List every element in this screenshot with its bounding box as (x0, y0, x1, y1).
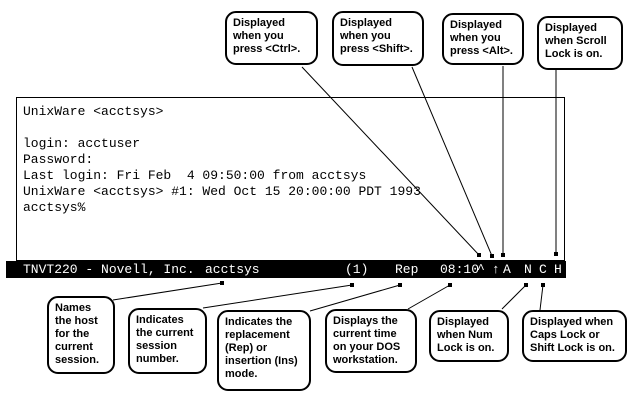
status-host-name: acctsys (205, 262, 260, 277)
connector-caps-lock-line (539, 284, 544, 311)
connector-mode-dot (398, 283, 402, 287)
connector-session-dot (350, 283, 354, 287)
connector-host-dot (220, 281, 224, 285)
connector-time-line (407, 284, 451, 310)
status-mode-indicator: Rep (395, 262, 419, 277)
connector-caps-lock-dot (541, 283, 545, 287)
status-ctrl-indicator: ^ (477, 262, 485, 277)
status-num-lock-indicator: N (524, 262, 532, 277)
callout-num-lock: Displayed when Num Lock is on. (429, 310, 509, 362)
callout-shift: Displayed when you press <Shift>. (332, 11, 424, 66)
callout-host: Names the host for the current session. (47, 296, 115, 374)
connector-session-line (202, 284, 353, 309)
status-caps-lock-indicator: C (539, 262, 547, 277)
connector-num-lock-dot (524, 283, 528, 287)
callout-session-number: Indicates the current session number. (128, 308, 207, 374)
callout-alt: Displayed when you press <Alt>. (442, 13, 524, 65)
callout-scroll-lock: Displayed when Scroll Lock is on. (537, 16, 623, 70)
connector-time-dot (448, 283, 452, 287)
status-session-number: (1) (345, 262, 369, 277)
connector-host-line (112, 282, 223, 301)
callout-ctrl: Displayed when you press <Ctrl>. (225, 11, 318, 65)
status-alt-indicator: A (503, 262, 511, 277)
connector-mode-line (309, 284, 401, 312)
terminal-screen-text[interactable]: UnixWare <acctsys> login: acctuser Passw… (23, 104, 421, 215)
callout-mode: Indicates the replacement (Rep) or inser… (217, 310, 311, 391)
status-scroll-lock-indicator: H (554, 262, 562, 277)
status-bar: TNVT220 - Novell, Inc. acctsys (1) Rep 0… (6, 261, 566, 278)
connector-num-lock-line (501, 284, 527, 310)
callout-caps-lock: Displayed when Caps Lock or Shift Lock i… (522, 310, 627, 362)
callout-time: Displays the current time on your DOS wo… (325, 309, 417, 373)
status-title: TNVT220 - Novell, Inc. (23, 262, 195, 277)
status-time: 08:10 (440, 262, 480, 277)
status-shift-indicator: ↑ (492, 262, 500, 277)
